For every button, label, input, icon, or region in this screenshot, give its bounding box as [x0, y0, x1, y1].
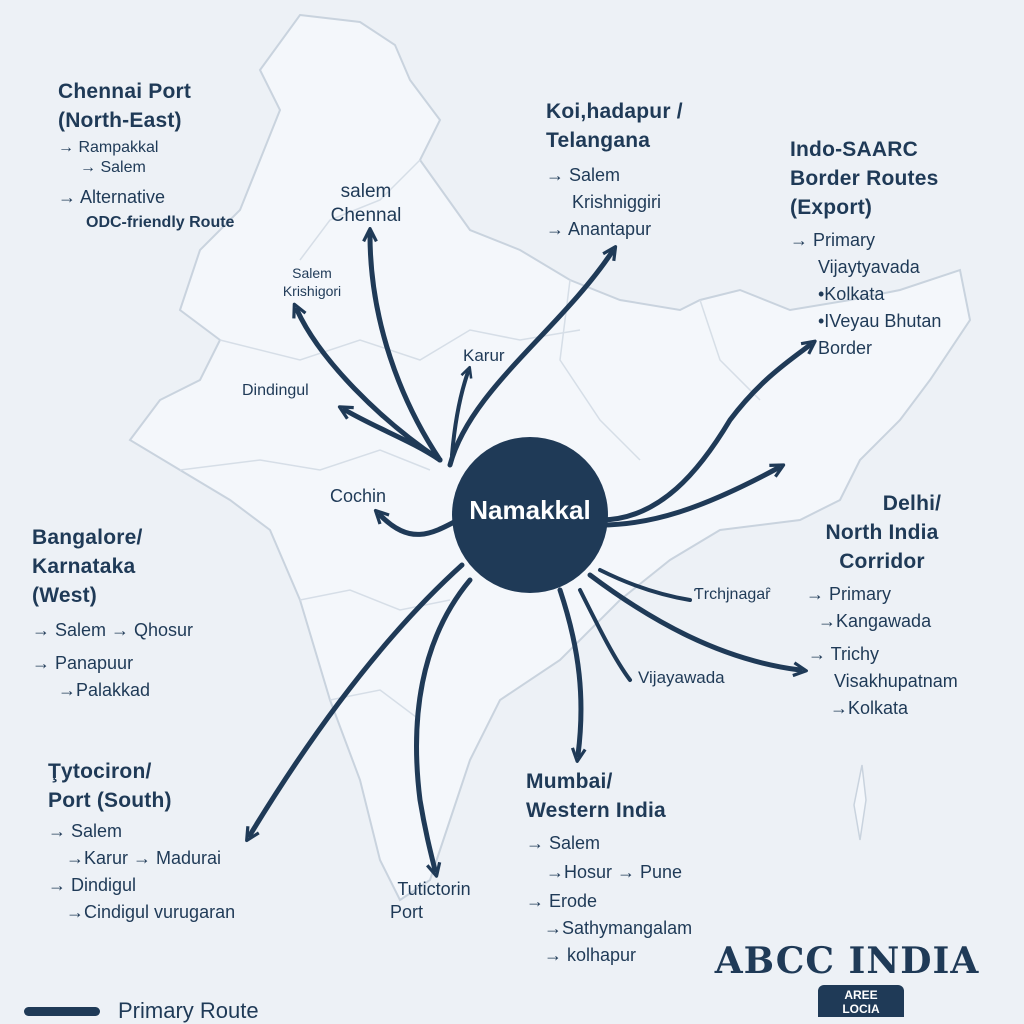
state-borders	[179, 159, 761, 721]
block-tuticorin: Ţytociron/ Port (South) → Salem →Karur →…	[48, 760, 236, 922]
block-indo-saarc: Indo-SAARC Border Routes (Export) → Prim…	[790, 138, 942, 358]
map-label-dindingul: Dindingul	[242, 382, 309, 399]
map-label-cochin: Cochin	[330, 486, 387, 506]
block-telangana: Koi,hadapur / Telangana → Salem Krishnig…	[546, 100, 683, 239]
route-to-visakhupatnam	[587, 572, 808, 678]
route-to-tuticorin-port	[414, 577, 473, 878]
legend-primary-label: Primary Route	[118, 998, 259, 1023]
block-bangalore: Bangalore/ Karnataka (West) → Salem → Qh…	[32, 526, 194, 700]
route-to-karur	[450, 365, 473, 457]
route-to-vijayawada	[578, 588, 632, 682]
route-to-cochin	[373, 508, 461, 537]
island	[853, 764, 867, 841]
route-to-dindingul	[337, 405, 443, 463]
route-to-delhi	[597, 463, 786, 528]
route-to-anantapur	[447, 245, 618, 468]
block-heading: Indo-SAARC Border Routes (Export)	[790, 138, 939, 219]
block-heading: Koi,hadapur / Telangana	[546, 100, 683, 152]
route-to-chennal	[362, 227, 443, 463]
hub-label: Namakkal	[469, 495, 591, 525]
brand-logo-text: ABCC INDIA	[714, 940, 980, 982]
route-to-south-west	[245, 562, 465, 843]
legend-primary-swatch	[24, 1006, 100, 1016]
block-mumbai: Mumbai/ Western India → Salem →Hosur → P…	[526, 770, 693, 965]
route-to-trchjnagan	[598, 568, 692, 602]
block-heading: Delhi/ North India Corridor	[825, 492, 942, 573]
map-label-trchjnagan: Ƭrchjnagaȓ	[694, 586, 771, 603]
brand-badge: AREE LOCIA	[818, 985, 904, 1017]
route-to-mumbai	[557, 587, 587, 763]
block-heading: Mumbai/ Western India	[526, 770, 666, 822]
hub-circle	[452, 437, 608, 593]
legend: Primary Route	[24, 998, 259, 1024]
map-label-tuticorin-port: Tutictorin Port	[390, 879, 471, 922]
map-label-vijayawada: Vijayawada	[638, 668, 725, 687]
route-to-bhutan-border	[597, 339, 817, 523]
block-delhi-corridor: Delhi/ North India Corridor → Primary →K…	[782, 490, 982, 722]
map-label-salem-krishigori: Salem Krishigori	[282, 265, 342, 299]
block-heading: Chennai Port (North-East)	[58, 80, 192, 132]
map-label-salem-chennal: salem Chennal	[330, 181, 402, 226]
block-heading: Bangalore/ Karnataka (West)	[32, 526, 143, 607]
map-label-karur: Karur	[463, 346, 505, 365]
block-heading: Ţytociron/ Port (South)	[48, 760, 172, 812]
block-chennai-port: Chennai Port (North-East) → Rampakkal → …	[58, 80, 235, 231]
route-arrows	[245, 227, 817, 878]
